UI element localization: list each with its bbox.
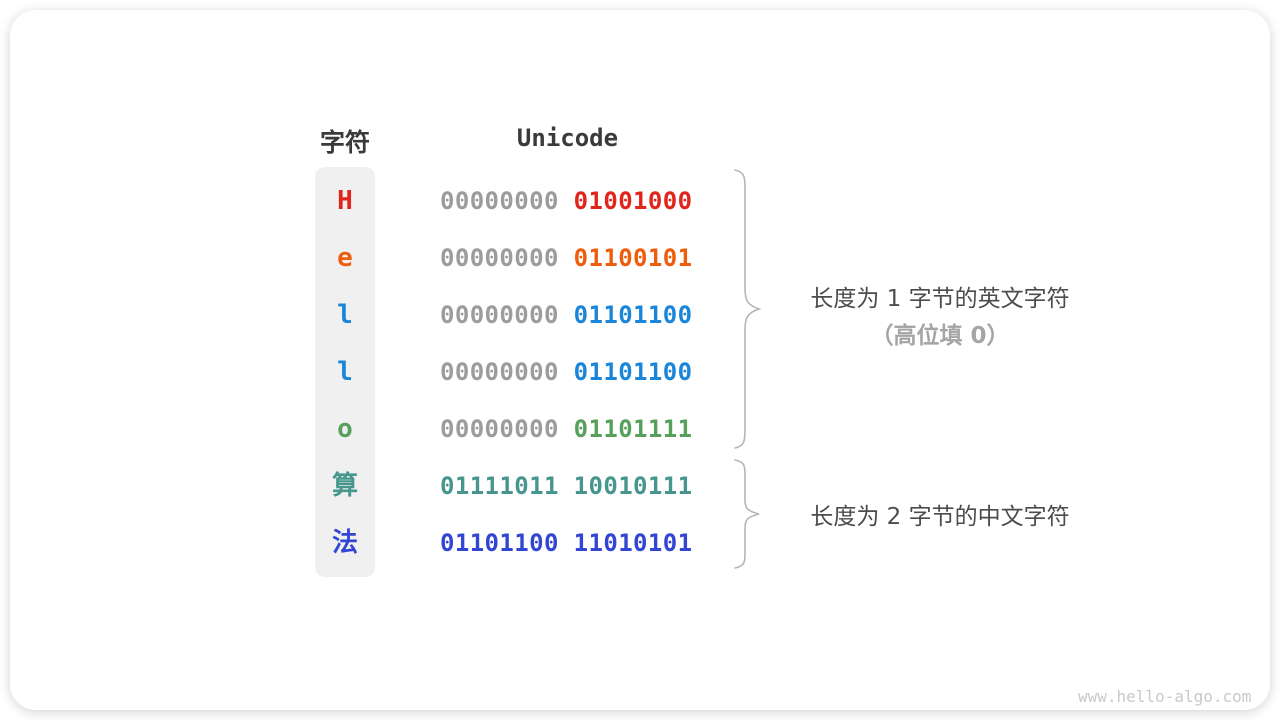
byte-low: 01101100 (573, 301, 693, 329)
brace-english-group (734, 169, 762, 449)
brace-chinese-group (734, 459, 760, 569)
byte-low: 01100101 (573, 244, 693, 272)
byte-high: 01111011 (440, 472, 559, 500)
byte-high: 00000000 (440, 244, 559, 272)
column-header-character: 字符 (319, 128, 370, 157)
byte-high: 00000000 (440, 301, 559, 329)
annotation-chinese-length: 长度为 2 字节的中文字符 (810, 504, 1070, 530)
column-header-unicode: Unicode (516, 124, 619, 152)
character-cell: e (337, 243, 353, 273)
byte-low: 01001000 (573, 187, 693, 215)
character-cell: H (337, 186, 353, 216)
unicode-binary-cell: 01111011 10010111 (440, 469, 692, 503)
annotation-english-length: 长度为 1 字节的英文字符 (810, 286, 1070, 312)
byte-high: 00000000 (440, 187, 559, 215)
character-cell: l (337, 300, 353, 330)
annotation-high-bits-zero: （高位填 0） (870, 323, 1010, 349)
byte-low: 01101100 (573, 358, 693, 386)
character-cell: l (337, 357, 353, 387)
byte-low: 10010111 (573, 472, 693, 500)
unicode-binary-cell: 00000000 01101111 (440, 412, 692, 446)
character-cell: 法 (331, 528, 358, 558)
character-column-background (315, 167, 375, 577)
byte-high: 00000000 (440, 358, 559, 386)
character-cell: o (337, 414, 353, 444)
byte-low: 01101111 (573, 415, 693, 443)
byte-high: 01101100 (440, 529, 559, 557)
unicode-binary-cell: 00000000 01101100 (440, 355, 692, 389)
unicode-binary-cell: 00000000 01101100 (440, 298, 692, 332)
watermark-hello-algo: www.hello-algo.com (1078, 687, 1252, 706)
byte-high: 00000000 (440, 415, 559, 443)
unicode-binary-cell: 01101100 11010101 (440, 526, 692, 560)
unicode-binary-cell: 00000000 01001000 (440, 184, 692, 218)
character-cell: 算 (331, 471, 358, 501)
diagram-card: 字符 Unicode H 00000000 01001000 e 0000000… (10, 10, 1270, 710)
unicode-binary-cell: 00000000 01100101 (440, 241, 692, 275)
byte-low: 11010101 (573, 529, 693, 557)
